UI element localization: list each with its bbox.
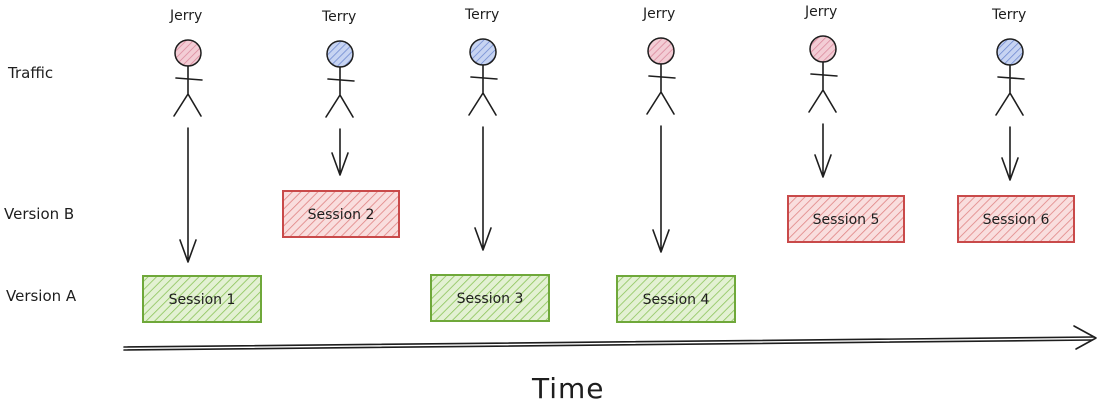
session-label: Session 4 <box>643 292 710 308</box>
stick-figure-icon <box>173 65 203 117</box>
session-box-version-b <box>282 190 400 238</box>
down-arrow-icon <box>1001 126 1019 181</box>
stick-figure-icon <box>325 66 355 118</box>
user-name: Terry <box>321 9 356 25</box>
user-name: Jerry <box>642 6 675 22</box>
down-arrow-icon <box>814 123 832 178</box>
blue-head-icon <box>326 40 354 68</box>
pink-head-icon <box>809 35 837 63</box>
pink-head-icon <box>174 39 202 67</box>
blue-head-icon <box>996 38 1024 66</box>
down-arrow-icon <box>652 125 670 253</box>
time-axis <box>123 325 1097 351</box>
session-box-version-a <box>616 275 736 323</box>
down-arrow-icon <box>474 126 492 251</box>
session-label: Session 5 <box>813 212 880 228</box>
stick-figure-icon <box>468 64 498 116</box>
stick-figure-icon <box>808 61 838 113</box>
pink-head-icon <box>647 37 675 65</box>
session-label: Session 1 <box>169 292 236 308</box>
session-box-version-a <box>430 274 550 322</box>
blue-head-icon <box>469 38 497 66</box>
session-label: Session 2 <box>308 207 375 223</box>
session-label: Session 6 <box>983 212 1050 228</box>
down-arrow-icon <box>331 128 349 176</box>
user-name: Jerry <box>804 4 837 20</box>
session-box-version-b <box>957 195 1075 243</box>
user-name: Terry <box>991 7 1026 23</box>
user-name: Terry <box>464 7 499 23</box>
user-name: Jerry <box>169 8 202 24</box>
time-label: Time <box>531 372 605 405</box>
time-axis-arrowhead <box>1073 325 1097 350</box>
row-label-version-b: Version B <box>4 205 74 223</box>
session-box-version-a <box>142 275 262 323</box>
down-arrow-icon <box>179 127 197 263</box>
row-label-version-a: Version A <box>6 287 77 305</box>
stick-figure-icon <box>995 64 1025 116</box>
session-box-version-b <box>787 195 905 243</box>
stick-figure-icon <box>646 63 676 115</box>
row-label-traffic: Traffic <box>7 64 53 82</box>
time-axis-line <box>123 336 1095 348</box>
session-label: Session 3 <box>457 291 524 307</box>
time-axis-line-2 <box>123 339 1093 351</box>
